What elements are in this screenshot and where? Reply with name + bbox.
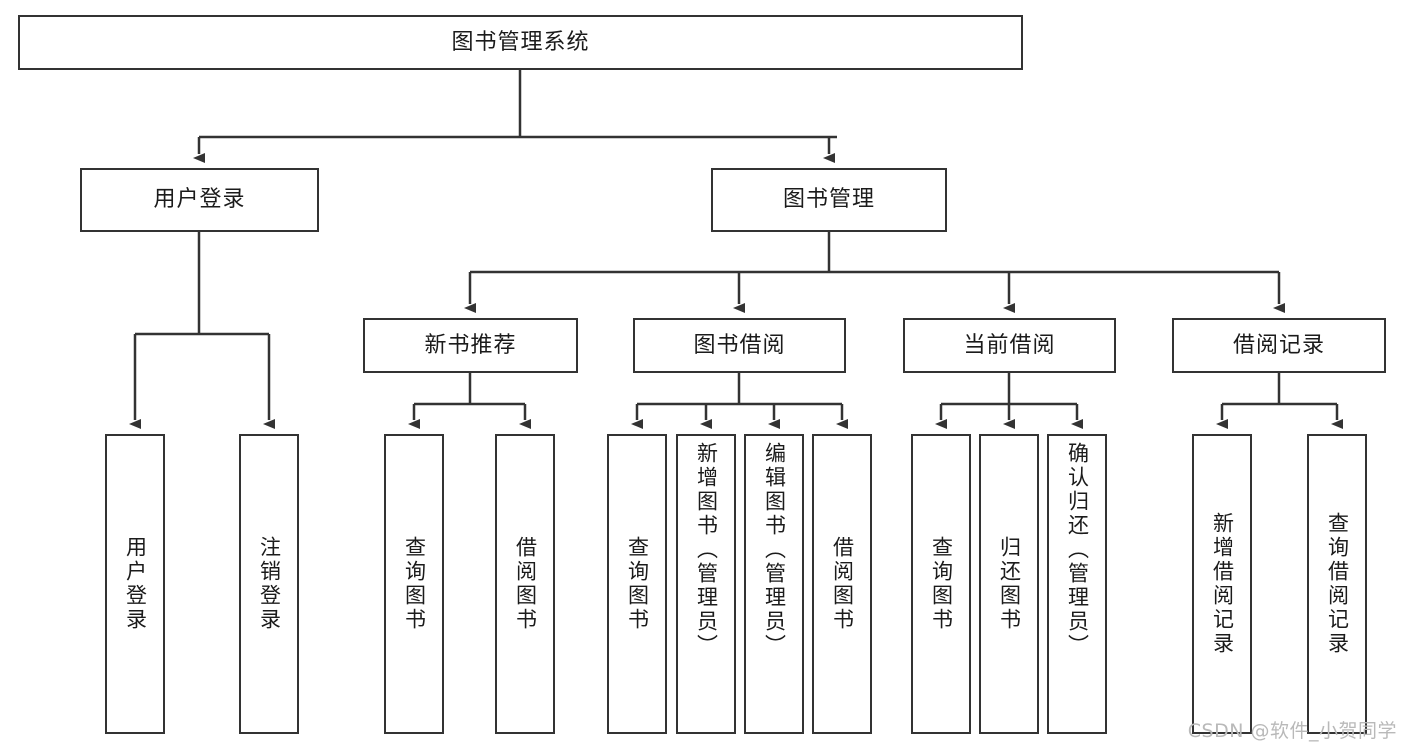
node-leaf-borrow-book-2-label: 借阅图书: [830, 536, 855, 632]
node-new-book-rec[interactable]: 新书推荐: [363, 318, 578, 373]
watermark-text: CSDN @软件_小贺同学: [1187, 720, 1397, 742]
node-current-borrow[interactable]: 当前借阅: [903, 318, 1116, 373]
node-book-borrow[interactable]: 图书借阅: [633, 318, 846, 373]
node-book-manage-label: 图书管理: [782, 187, 875, 213]
node-leaf-query-book-2-label: 查询图书: [625, 536, 650, 632]
node-leaf-user-login-label: 用户登录: [123, 536, 148, 632]
node-leaf-borrow-book-2[interactable]: 借阅图书: [812, 434, 872, 734]
node-leaf-confirm-return[interactable]: 确认归还（管理员）: [1047, 434, 1107, 734]
node-borrow-record-label: 借阅记录: [1232, 332, 1325, 358]
node-user-login-label: 用户登录: [153, 187, 246, 213]
node-user-login[interactable]: 用户登录: [80, 168, 319, 232]
node-leaf-query-book-3[interactable]: 查询图书: [911, 434, 971, 734]
node-borrow-record[interactable]: 借阅记录: [1172, 318, 1386, 373]
node-book-borrow-label: 图书借阅: [693, 332, 786, 358]
node-leaf-add-book-label: 新增图书（管理员）: [694, 442, 719, 658]
node-leaf-query-record-label: 查询借阅记录: [1325, 512, 1350, 656]
node-book-manage[interactable]: 图书管理: [711, 168, 947, 232]
node-leaf-query-record[interactable]: 查询借阅记录: [1307, 434, 1367, 734]
node-leaf-edit-book[interactable]: 编辑图书（管理员）: [744, 434, 804, 734]
node-current-borrow-label: 当前借阅: [963, 332, 1056, 358]
node-root-label: 图书管理系统: [451, 29, 590, 55]
node-leaf-add-record-label: 新增借阅记录: [1210, 512, 1235, 656]
node-leaf-add-record[interactable]: 新增借阅记录: [1192, 434, 1252, 734]
node-leaf-user-logout[interactable]: 注销登录: [239, 434, 299, 734]
node-leaf-borrow-book-1[interactable]: 借阅图书: [495, 434, 555, 734]
node-new-book-rec-label: 新书推荐: [424, 332, 517, 358]
node-leaf-query-book-1-label: 查询图书: [402, 536, 427, 632]
node-leaf-confirm-return-label: 确认归还（管理员）: [1065, 442, 1090, 658]
node-leaf-user-login[interactable]: 用户登录: [105, 434, 165, 734]
node-leaf-borrow-book-1-label: 借阅图书: [513, 536, 538, 632]
node-leaf-return-book-label: 归还图书: [997, 536, 1022, 632]
node-leaf-query-book-3-label: 查询图书: [929, 536, 954, 632]
node-leaf-edit-book-label: 编辑图书（管理员）: [762, 442, 787, 658]
node-root[interactable]: 图书管理系统: [18, 15, 1023, 70]
node-leaf-user-logout-label: 注销登录: [257, 536, 282, 632]
node-leaf-add-book[interactable]: 新增图书（管理员）: [676, 434, 736, 734]
node-leaf-return-book[interactable]: 归还图书: [979, 434, 1039, 734]
node-leaf-query-book-1[interactable]: 查询图书: [384, 434, 444, 734]
node-leaf-query-book-2[interactable]: 查询图书: [607, 434, 667, 734]
